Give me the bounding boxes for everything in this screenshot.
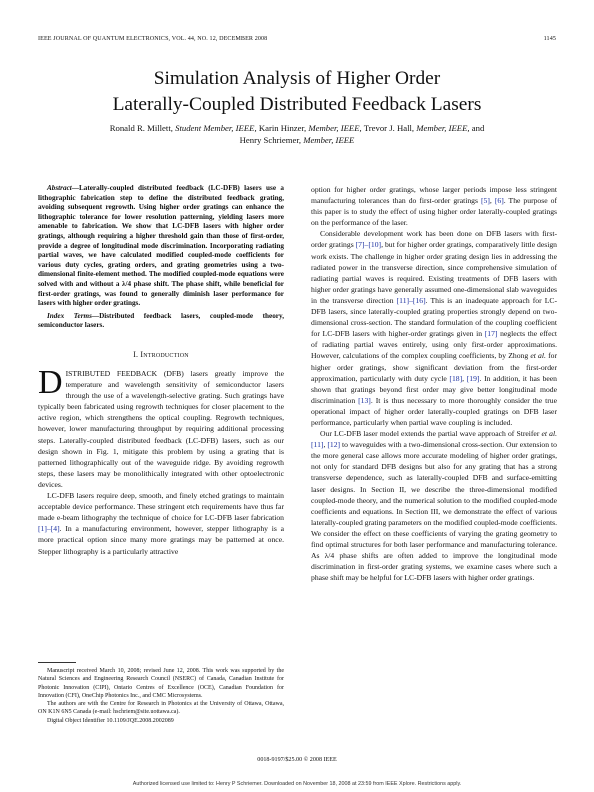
index-terms-text: Distributed feedback lasers, coupled-mod… xyxy=(38,311,284,330)
index-terms-label: Index Terms— xyxy=(47,311,100,320)
right-column: option for higher order gratings, whose … xyxy=(311,184,557,583)
citation-link[interactable]: [5] xyxy=(480,196,490,206)
drop-cap: D xyxy=(38,364,63,401)
citation-link[interactable]: [1]–[4] xyxy=(38,524,60,534)
abstract-text: Laterally-coupled distributed feedback (… xyxy=(38,184,284,308)
copyright-line: 0018-9197/$25.00 © 2008 IEEE xyxy=(257,757,337,763)
download-notice: Authorized licensed use limited to: Henr… xyxy=(132,781,462,787)
footnote-affiliation: The authors are with the Centre for Rese… xyxy=(38,701,284,716)
author-1-role: Student Member, IEEE, xyxy=(175,123,257,133)
author-3-role: Member, IEEE, xyxy=(416,123,470,133)
intro-paragraph-5: Our LC-DFB laser model extends the parti… xyxy=(311,429,557,583)
author-1-name: Ronald R. Millett, xyxy=(109,123,173,133)
footnote-doi: Digital Object Identifier 10.1109/JQE.20… xyxy=(47,717,174,724)
author-4-name: Henry Schriemer, xyxy=(239,134,302,145)
author-2-name: Karin Hinzer, xyxy=(258,123,307,133)
footnote-manuscript: Manuscript received March 10, 2008; revi… xyxy=(38,668,284,699)
title-line-1: Simulation Analysis of Higher Order xyxy=(153,68,441,89)
intro-paragraph-4: Considerable development work has been d… xyxy=(311,229,558,427)
citation-link[interactable]: [17] xyxy=(484,329,498,339)
intro-paragraph-1-text: ISTRIBUTED FEEDBACK (DFB) lasers greatly… xyxy=(38,369,284,489)
running-header: IEEE JOURNAL OF QUANTUM ELECTRONICS, VOL… xyxy=(38,36,556,45)
citation-link[interactable]: [13] xyxy=(358,395,371,405)
abstract-label: Abstract— xyxy=(47,184,79,192)
author-3-name: Trevor J. Hall, xyxy=(363,123,415,133)
author-list: Ronald R. Millett, Student Member, IEEE,… xyxy=(38,123,556,146)
citation-link[interactable]: [11]–[16] xyxy=(396,295,426,305)
title-line-2: Laterally-Coupled Distributed Feedback L… xyxy=(112,94,482,115)
intro-paragraph-2: LC-DFB lasers require deep, smooth, and … xyxy=(38,491,284,556)
page-number: 1145 xyxy=(543,36,556,42)
footnotes: Manuscript received March 10, 2008; revi… xyxy=(38,667,284,725)
journal-header: IEEE JOURNAL OF QUANTUM ELECTRONICS, VOL… xyxy=(38,36,268,42)
citation-link[interactable]: [11] xyxy=(311,440,324,450)
paper-title: Simulation Analysis of Higher Order Late… xyxy=(38,66,556,118)
citation-link[interactable]: [12] xyxy=(327,440,341,450)
abstract: Abstract—Laterally-coupled distributed f… xyxy=(38,184,284,309)
index-terms: Index Terms—Distributed feedback lasers,… xyxy=(38,312,284,331)
intro-paragraph-3: option for higher order gratings, whose … xyxy=(311,185,557,228)
author-4-role: Member, IEEE xyxy=(303,134,355,145)
left-column: Abstract—Laterally-coupled distributed f… xyxy=(38,184,284,557)
footnote-rule xyxy=(38,662,76,663)
author-and: and xyxy=(471,123,485,133)
author-2-role: Member, IEEE, xyxy=(308,123,362,133)
section-heading-introduction: I. Introduction xyxy=(133,349,189,359)
citation-link[interactable]: [19] xyxy=(466,373,480,383)
citation-link[interactable]: [18] xyxy=(449,373,463,383)
citation-link[interactable]: [7]–[10] xyxy=(355,240,382,250)
citation-link[interactable]: [6] xyxy=(494,196,504,206)
